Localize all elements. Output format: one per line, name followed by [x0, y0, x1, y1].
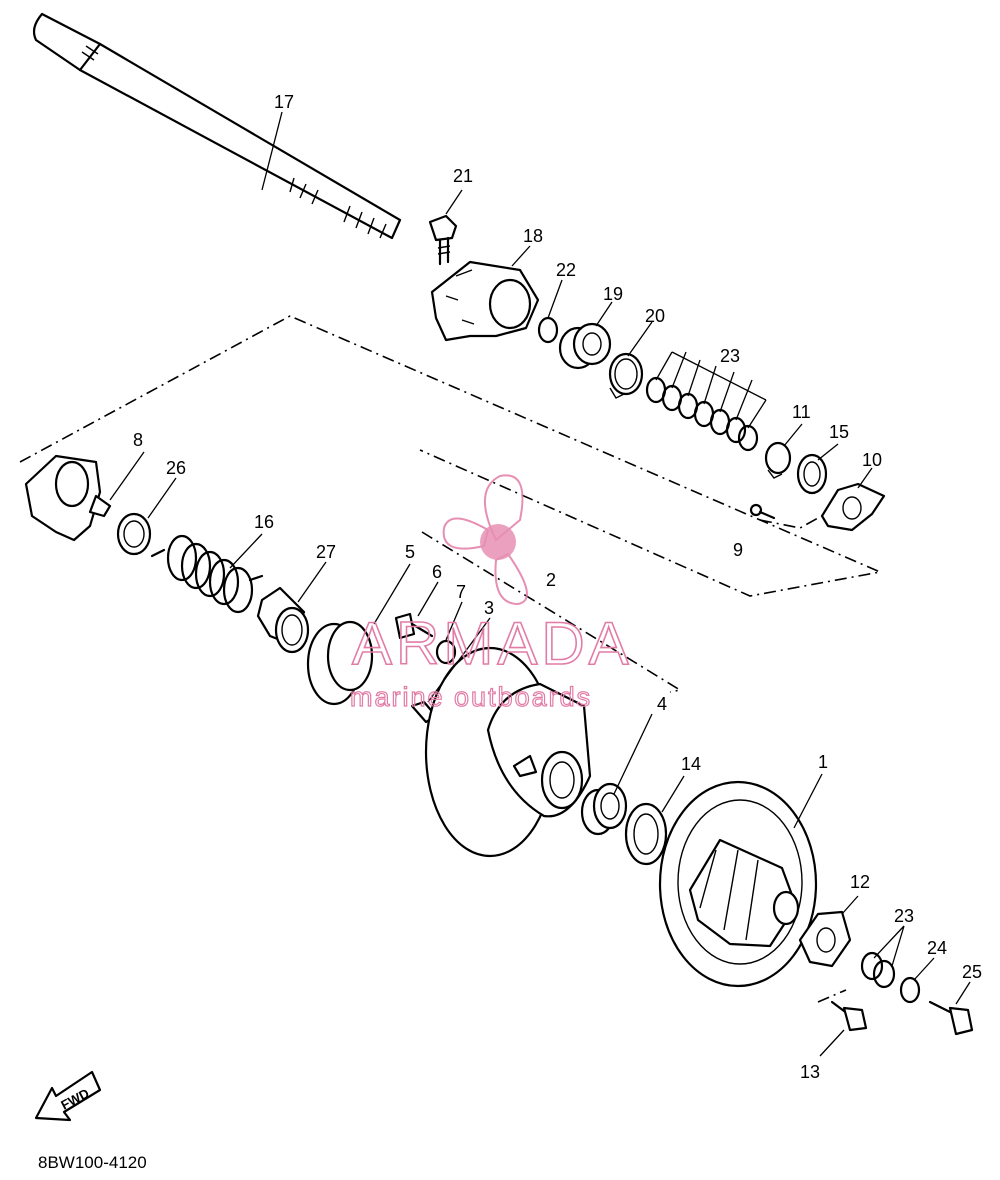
callout-19: 19 — [603, 284, 623, 304]
callout-17: 17 — [274, 92, 294, 112]
part-16-spring — [150, 534, 264, 614]
callout-5: 5 — [405, 542, 415, 562]
part-14-washer — [624, 802, 668, 866]
part-17-shaft — [32, 12, 402, 240]
part-19-bearing — [558, 322, 612, 370]
part-2-hub-disc — [424, 646, 592, 858]
callout-27: 27 — [316, 542, 336, 562]
callout-18: 18 — [523, 226, 543, 246]
callout-9: 9 — [733, 540, 743, 560]
callout-8: 8 — [133, 430, 143, 450]
armada-watermark-logo: ARMADA marine outboards — [349, 474, 633, 713]
callout-25: 25 — [962, 962, 982, 982]
callout-24: 24 — [927, 938, 947, 958]
callout-13: 13 — [800, 1062, 820, 1082]
callout-labels: 17 21 18 22 19 20 23 11 15 10 9 8 26 16 … — [133, 92, 982, 1082]
part-12-bracket — [798, 910, 852, 968]
leader-lines — [109, 111, 971, 1057]
part-15-plate — [796, 453, 828, 495]
callout-23-lower: 23 — [894, 906, 914, 926]
callout-6: 6 — [432, 562, 442, 582]
part-5-ring — [306, 620, 374, 706]
callout-2: 2 — [546, 570, 556, 590]
part-8-cam — [24, 454, 112, 542]
callout-22: 22 — [556, 260, 576, 280]
part-27-collar — [256, 586, 310, 654]
callout-7: 7 — [456, 582, 466, 602]
callout-11: 11 — [792, 402, 811, 422]
part-24-washer — [899, 976, 921, 1004]
callout-15: 15 — [829, 422, 849, 442]
callout-26: 26 — [166, 458, 186, 478]
callout-4: 4 — [657, 694, 667, 714]
part-25-bolt — [928, 1000, 974, 1036]
part-11-ring — [764, 441, 792, 479]
part-26-washer — [116, 512, 152, 556]
callout-14: 14 — [681, 754, 701, 774]
callout-10: 10 — [862, 450, 882, 470]
watermark-brand: ARMADA — [352, 610, 633, 677]
fwd-arrow-icon: FWD — [34, 1070, 102, 1122]
part-13-bolt — [830, 1000, 868, 1032]
part-6-bolt — [394, 612, 434, 640]
callout-23-upper: 23 — [720, 346, 740, 366]
part-20-circlip — [608, 352, 644, 399]
watermark-tagline: marine outboards — [350, 682, 592, 712]
propeller-logo-icon — [442, 474, 528, 606]
part-22-circlip — [537, 316, 559, 344]
drawing-code: 8BW100-4120 — [38, 1153, 147, 1172]
part-21-bolt — [428, 214, 458, 266]
callout-21: 21 — [453, 166, 473, 186]
part-4-sleeve — [580, 782, 628, 836]
part-23-shims-upper — [645, 376, 759, 452]
assembly-boundary-lines — [19, 315, 883, 1003]
callout-3: 3 — [484, 598, 494, 618]
callout-1: 1 — [818, 752, 828, 772]
part-1-sheave — [658, 780, 818, 988]
part-23-shims-lower — [860, 951, 896, 989]
part-18-housing — [430, 260, 540, 342]
callout-12: 12 — [850, 872, 870, 892]
callout-20: 20 — [645, 306, 665, 326]
part-10-bracket — [820, 482, 886, 532]
part-9-screw — [749, 503, 776, 520]
fwd-label: FWD — [58, 1085, 91, 1112]
callout-16: 16 — [254, 512, 274, 532]
part-7-pin — [435, 639, 457, 665]
